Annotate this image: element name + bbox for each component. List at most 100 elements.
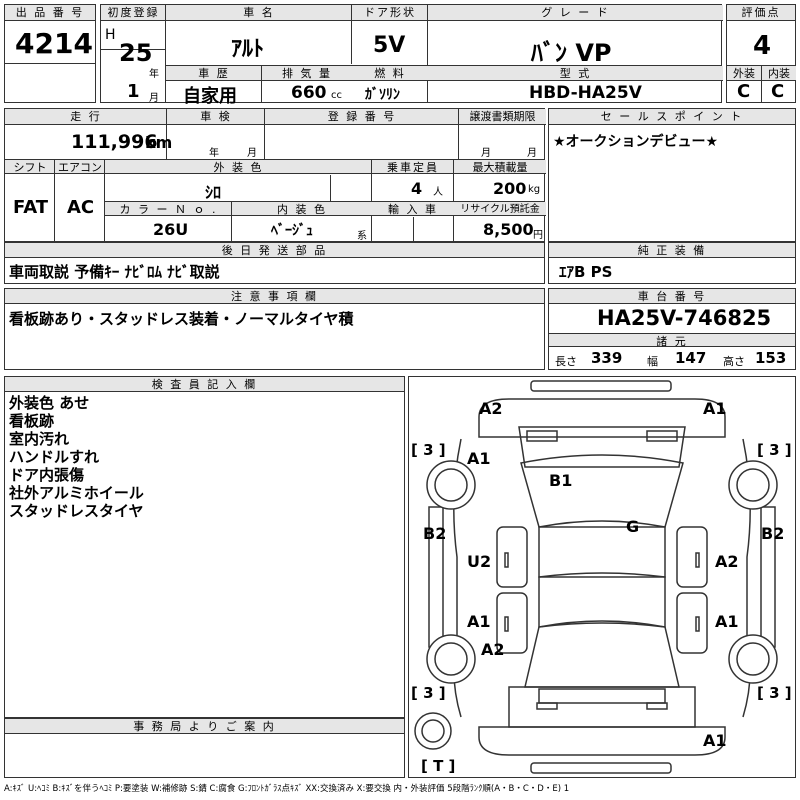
- inspection-label: 車 検: [167, 109, 265, 125]
- inspector-notes-label: 検 査 員 記 入 欄: [5, 377, 404, 392]
- km-unit: km: [145, 133, 173, 152]
- inspector-note: 外装色 あせ: [9, 394, 90, 412]
- genuine-equipment-label: 純 正 装 備: [549, 243, 795, 258]
- inspector-note: ドア内張傷: [9, 466, 85, 484]
- era-label: H: [105, 27, 116, 43]
- month-unit: 月: [149, 93, 159, 104]
- max-load-label: 最大積載量: [454, 160, 546, 174]
- max-load: 200: [493, 179, 527, 198]
- interior-color: ﾍﾞｰｼﾞｭ: [271, 223, 313, 239]
- sales-point-box: セ ー ル ス ポ イ ン ト ★オークションデビュー★: [548, 108, 796, 242]
- tire-rear-left: [ 3 ]: [411, 684, 446, 702]
- genuine-equipment-box: 純 正 装 備 ｴｱB PS: [548, 242, 796, 284]
- shift-label: シフト: [5, 160, 55, 174]
- exterior-color: ｼﾛ: [205, 183, 222, 202]
- tire-rear-right: [ 3 ]: [757, 684, 792, 702]
- cc-unit: cc: [331, 90, 342, 101]
- height-label: 高さ: [723, 355, 745, 368]
- inspector-note: 看板跡: [9, 412, 55, 430]
- interior-label: 内装: [762, 66, 796, 81]
- width-label: 幅: [647, 355, 658, 368]
- tire-front-left: [ 3 ]: [411, 441, 446, 459]
- notes-box: 注 意 事 項 欄 看板跡あり・スタッドレス装着・ノーマルタイヤ積: [4, 288, 545, 370]
- aircon-label: エアコン: [55, 160, 105, 174]
- height: 153: [755, 349, 787, 367]
- person-unit: 人: [433, 187, 443, 198]
- recycle: 8,500: [483, 220, 534, 239]
- inspector-notes-list: 外装色 あせ 看板跡 室内汚れ ハンドルすれ ドア内張傷 社外アルミホイール ス…: [9, 394, 144, 520]
- car-diagram: A2 A1 A1 B1 G B2 B2 U2 A2 A1 A1 A2 A1 [ …: [408, 376, 796, 778]
- exterior-label: 外装: [727, 66, 761, 81]
- notes: 看板跡あり・スタッドレス装着・ノーマルタイヤ積: [9, 310, 354, 328]
- kei-unit: 系: [357, 231, 367, 242]
- score-box: 評価点 4 外装 内装 C C: [726, 4, 796, 103]
- chassis-no-label: 車 台 番 号: [549, 289, 795, 304]
- lot-number: 4214: [15, 27, 93, 60]
- later-parts: 車両取説 予備ｷｰ ﾅﾋﾞﾛﾑ ﾅﾋﾞ取説: [9, 263, 220, 281]
- mark-right-rear-door: A1: [715, 612, 739, 631]
- mark-roof: G: [626, 517, 640, 536]
- score: 4: [753, 31, 772, 61]
- registration-month: 1: [127, 81, 140, 102]
- inspector-notes-box: 検 査 員 記 入 欄 外装色 あせ 看板跡 室内汚れ ハンドルすれ ドア内張傷…: [4, 376, 405, 718]
- registration-year: 25: [119, 39, 153, 67]
- legend: A:ｷｽﾞ U:ﾍｺﾐ B:ｷｽﾞを伴うﾍｺﾐ P:要塗装 W:補修跡 S:錆 …: [4, 784, 570, 794]
- inspector-note: 室内汚れ: [9, 430, 70, 448]
- capacity: 4: [411, 179, 423, 198]
- inspector-note: スタッドレスタイヤ: [9, 502, 144, 520]
- mileage: 111,996: [71, 131, 158, 153]
- notes-label: 注 意 事 項 欄: [5, 289, 544, 304]
- interior-grade: C: [771, 81, 785, 102]
- door-type: 5V: [373, 33, 406, 58]
- model-code-label: 型 式: [428, 66, 723, 81]
- width: 147: [675, 349, 707, 367]
- capacity-label: 乗車定員: [372, 160, 454, 174]
- recycle-label: リサイクル預託金: [454, 202, 546, 216]
- displacement: 660: [291, 83, 327, 103]
- displacement-label: 排 気 量: [262, 66, 352, 81]
- mark-left-front-fender: A1: [467, 449, 491, 468]
- mark-left-rear-door: A1: [467, 612, 491, 631]
- registration-no-label: 登 録 番 号: [265, 109, 459, 125]
- color-no: 26U: [153, 220, 189, 239]
- mark-left-door: U2: [467, 552, 492, 571]
- transfer-deadline-label: 譲渡書類期限: [459, 109, 546, 125]
- history: 自家用: [183, 86, 237, 107]
- history-label: 車 歴: [166, 66, 262, 81]
- shift: FAT: [13, 197, 49, 218]
- color-no-label: カ ラ ー Ｎ ｏ .: [105, 202, 232, 216]
- transfer-month-unit: 月: [481, 148, 491, 159]
- lot-number-label: 出 品 番 号: [5, 5, 95, 21]
- car-name: ｱﾙﾄ: [231, 37, 265, 62]
- mark-right-door: A2: [715, 552, 739, 571]
- import-label: 輸 入 車: [372, 202, 454, 216]
- specs-label: 諸 元: [549, 333, 795, 348]
- inspector-note: ハンドルすれ: [9, 448, 100, 466]
- sales-point: ★オークションデビュー★: [553, 134, 719, 150]
- tire-front-right: [ 3 ]: [757, 441, 792, 459]
- sales-point-label: セ ー ル ス ポ イ ン ト: [549, 109, 795, 125]
- mark-right-side: B2: [761, 524, 785, 543]
- registration-block: 初度登録 車 名 ドア形状 グ レ ー ド H 25 年 1 月 ｱﾙﾄ 5V …: [100, 4, 723, 107]
- later-parts-label: 後 日 発 送 部 品: [5, 243, 544, 258]
- fuel: ｶﾞｿﾘﾝ: [365, 87, 400, 103]
- fuel-label: 燃 料: [352, 66, 428, 81]
- length-label: 長さ: [555, 355, 577, 368]
- car-diagram-svg: [414, 380, 778, 774]
- interior-color-label: 内 装 色: [232, 202, 372, 216]
- door-type-label: ドア形状: [352, 5, 428, 21]
- first-registration-label: 初度登録: [101, 5, 166, 21]
- mark-front-right: A1: [703, 399, 727, 418]
- score-label: 評価点: [727, 5, 795, 21]
- mark-left-rear-fender: A2: [481, 640, 505, 659]
- length: 339: [591, 349, 623, 367]
- mark-rear: A1: [703, 731, 727, 750]
- year-unit: 年: [149, 69, 159, 80]
- grade: ﾊﾞﾝ VP: [531, 39, 612, 67]
- kg-unit: kg: [528, 184, 541, 195]
- mark-roof-front: B1: [549, 471, 573, 490]
- office-notice-label: 事 務 局 よ り ご 案 内: [5, 719, 404, 734]
- later-parts-box: 後 日 発 送 部 品 車両取説 予備ｷｰ ﾅﾋﾞﾛﾑ ﾅﾋﾞ取説: [4, 242, 545, 284]
- exterior-color-label: 外 装 色: [105, 160, 372, 174]
- inspector-note: 社外アルミホイール: [9, 484, 144, 502]
